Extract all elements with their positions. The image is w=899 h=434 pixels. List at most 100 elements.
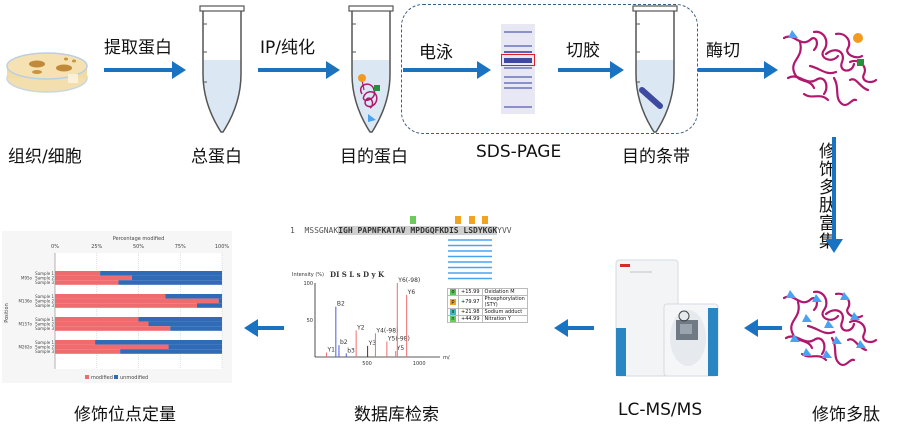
- x-tick-label: 75%: [175, 244, 186, 250]
- bar-modified: [55, 298, 219, 304]
- legend-label-modified: modified: [91, 375, 113, 381]
- sample-label: Sample 2: [35, 321, 54, 326]
- bar-unmodified: [131, 275, 222, 281]
- ptm-mass: +15.99: [458, 288, 483, 296]
- bar-unmodified: [118, 280, 222, 285]
- x-tick-label: 1000: [413, 361, 426, 367]
- arrow-electrophoresis: [403, 61, 491, 79]
- ptm-badge: s: [450, 309, 456, 315]
- arrow-label-ip: IP/纯化: [260, 38, 315, 58]
- bar-modified: [55, 294, 166, 299]
- arrow-label-cut-gel: 切胶: [566, 41, 600, 61]
- ptm-name: Phosphorylation (STY): [481, 295, 528, 309]
- site-marker-phospho-30: [455, 216, 461, 224]
- node-label-lcms: LC-MS/MS: [618, 400, 703, 420]
- peak-label: Y2: [356, 324, 365, 331]
- sequence-line-number: 1: [290, 226, 295, 235]
- x-tick-label: 0%: [51, 244, 59, 250]
- bar-modified: [55, 317, 139, 322]
- peak-label: Y5(-98): [387, 335, 410, 342]
- sample-label: Sample 3: [35, 280, 54, 285]
- ptm-mass: +44.99: [458, 315, 483, 323]
- bar-unmodified: [218, 298, 222, 304]
- site-marker-phospho-32: [469, 216, 475, 224]
- bar-modified: [55, 303, 197, 308]
- node-label-target-band: 目的条带: [622, 147, 690, 167]
- arrow-label-digestion: 酶切: [706, 41, 740, 61]
- bar-unmodified: [95, 340, 222, 345]
- sample-label: Sample 2: [35, 344, 54, 349]
- peak-label: b2: [340, 339, 348, 346]
- peptide-coverage-lines: [448, 239, 492, 280]
- bar-modified: [55, 326, 171, 331]
- bar-modified: [55, 280, 119, 285]
- sample-label: Sample 1: [35, 317, 54, 322]
- y-tick-label: 100: [303, 281, 313, 287]
- node-label-tissue: 组织/细胞: [8, 147, 82, 167]
- x-tick-label: 25%: [91, 244, 102, 250]
- spectrum-xlabel: m/z: [443, 355, 450, 361]
- arrow-enrichment: [825, 137, 843, 253]
- node-label-modified-peptides: 修饰多肽: [812, 405, 880, 425]
- position-label: M95o: [21, 276, 33, 281]
- tube-icon-total-protein: [199, 5, 245, 133]
- node-label-total-protein: 总蛋白: [191, 147, 242, 167]
- ptm-name: Sodium adduct: [481, 308, 528, 316]
- bar-modified: [55, 349, 121, 354]
- peptide-notation: DI S L s D y K: [330, 270, 385, 279]
- node-label-quant: 修饰位点定量: [74, 405, 176, 425]
- sample-label: Sample 2: [35, 275, 54, 280]
- legend-swatch-modified: [85, 375, 89, 379]
- position-label: M136o: [18, 299, 32, 304]
- sample-label: Sample 1: [35, 294, 54, 299]
- legend-label-unmodified: unmodified: [120, 375, 148, 381]
- spectrum-ylabel: Intensity (%): [292, 272, 325, 278]
- sample-label: Sample 1: [35, 340, 54, 345]
- petri-dish-icon: [6, 52, 88, 93]
- bar-unmodified: [196, 303, 222, 308]
- arrow-digestion: [698, 61, 778, 79]
- arrow-to-quant: [244, 319, 284, 337]
- bar-unmodified: [138, 317, 222, 322]
- lcms-instrument-icon: [615, 259, 719, 377]
- arrow-to-db-search: [554, 319, 594, 337]
- sequence-suffix: YVV: [497, 226, 512, 235]
- ptm-name: Nitration Y: [481, 315, 528, 323]
- position-label: M262o: [18, 345, 32, 350]
- sequence-prefix: MSSGNAK: [304, 226, 339, 235]
- gel-step-group: [401, 4, 698, 134]
- ptm-badge: n: [450, 316, 456, 322]
- peak-label: Y4(-98): [375, 327, 398, 334]
- tube-icon-target-band: [632, 5, 678, 133]
- quantification-chart: Percentage modified0%25%50%75%100%Positi…: [2, 231, 232, 383]
- ptm-mass: +21.98: [458, 308, 483, 316]
- bar-unmodified: [165, 294, 222, 299]
- site-marker-oxidation: [410, 216, 416, 224]
- peak-label: Y3: [368, 340, 377, 347]
- arrow-label-enrichment: 修饰多肽富集: [815, 142, 835, 250]
- ms2-spectrum-chart: 501005001000m/zY1B2b2b3Y2Y3Y4(-98)Y5(-98…: [303, 277, 450, 367]
- arrow-label-extract: 提取蛋白: [104, 38, 172, 58]
- peak-label: Y6: [407, 289, 416, 296]
- chart-xlabel: Percentage modified: [113, 236, 165, 242]
- peak-label: b3: [347, 347, 355, 354]
- bar-modified: [55, 340, 96, 345]
- bar-unmodified: [170, 326, 222, 331]
- node-label-target-protein: 目的蛋白: [340, 147, 408, 167]
- bar-unmodified: [148, 321, 222, 327]
- ptm-mass: +79.97: [458, 295, 483, 309]
- bar-modified: [55, 321, 149, 327]
- bar-unmodified: [100, 271, 222, 276]
- site-marker-phospho-34: [482, 216, 488, 224]
- sds-page-gel-icon: [501, 24, 535, 114]
- target-band-highlight: [501, 54, 535, 66]
- peptides-icon: [782, 30, 878, 106]
- bar-modified: [55, 344, 169, 350]
- peak-label: B2: [337, 301, 345, 308]
- tube-icon-target-protein: [348, 5, 394, 133]
- modified-peptides-icon: [782, 290, 878, 366]
- node-label-sds-page: SDS-PAGE: [476, 142, 562, 162]
